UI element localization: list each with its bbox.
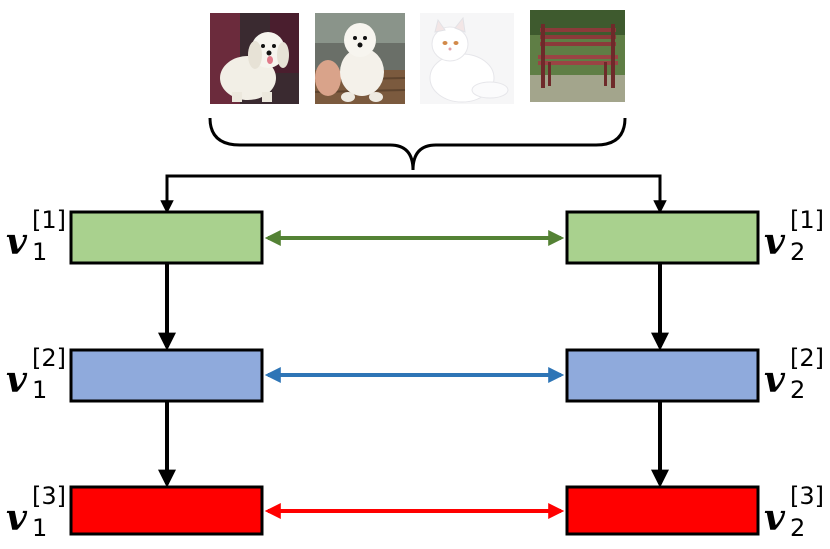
label-base: v <box>764 497 785 539</box>
dog-maltese-photo <box>210 13 299 104</box>
cat-persian-photo <box>420 13 514 104</box>
label-superscript: [1] <box>32 206 66 234</box>
label-subscript: 2 <box>790 376 806 404</box>
label-base: v <box>6 221 27 263</box>
label-superscript: [3] <box>790 482 824 510</box>
label-subscript: 2 <box>790 514 806 542</box>
label-superscript: [1] <box>790 206 824 234</box>
label-base: v <box>6 359 27 401</box>
right-layer1-box <box>565 210 760 265</box>
label-subscript: 1 <box>32 376 48 404</box>
dog-poodle-photo <box>314 13 406 104</box>
right-label-layer3: v [3] 2 <box>764 484 828 542</box>
left-label-layer3: v [3] 1 <box>6 484 70 542</box>
branch-connector <box>165 174 667 214</box>
label-base: v <box>764 359 785 401</box>
label-superscript: [2] <box>32 344 66 372</box>
bench-photo <box>530 10 625 102</box>
left-layer1-box <box>69 210 264 265</box>
right-layer3-box <box>565 485 760 536</box>
left-layer2-box <box>69 348 264 403</box>
label-subscript: 1 <box>32 238 48 266</box>
left-label-layer1: v [1] 1 <box>6 208 70 266</box>
label-base: v <box>6 497 27 539</box>
grouping-brace <box>208 117 627 171</box>
label-superscript: [3] <box>32 482 66 510</box>
right-layer2-box <box>565 348 760 403</box>
label-base: v <box>764 221 785 263</box>
left-layer3-box <box>69 485 264 536</box>
label-subscript: 2 <box>790 238 806 266</box>
label-subscript: 1 <box>32 514 48 542</box>
left-label-layer2: v [2] 1 <box>6 346 70 404</box>
right-label-layer2: v [2] 2 <box>764 346 828 404</box>
label-superscript: [2] <box>790 344 824 372</box>
right-label-layer1: v [1] 2 <box>764 208 828 266</box>
